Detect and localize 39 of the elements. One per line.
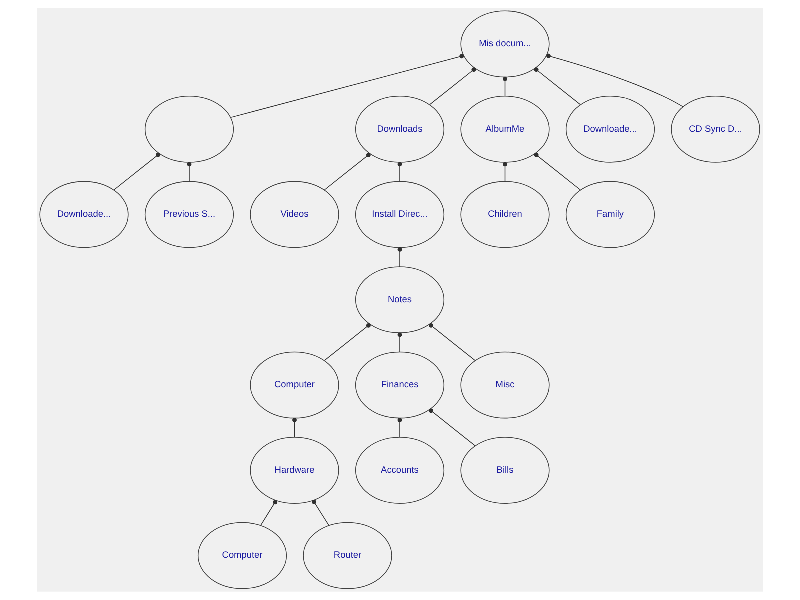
connector xyxy=(292,418,297,438)
node-ellipse: Router xyxy=(303,522,392,590)
node-ellipse: Accounts xyxy=(355,437,445,504)
connector xyxy=(324,152,371,190)
connector xyxy=(503,76,508,97)
node-ellipse: Computer xyxy=(198,522,288,590)
node-ellipse: Children xyxy=(460,181,550,248)
node-ellipse: Downloade... xyxy=(40,181,129,248)
node-ellipse: AlbumMe xyxy=(460,96,550,163)
node-ellipse: Downloads xyxy=(355,96,445,163)
connector xyxy=(324,323,371,362)
node-ellipse xyxy=(144,96,234,163)
connector xyxy=(187,162,192,182)
node-ellipse: Family xyxy=(566,181,656,248)
connector xyxy=(312,500,330,526)
node-ellipse: Downloade... xyxy=(566,96,656,163)
connector xyxy=(398,247,402,268)
node-ellipse: Misc xyxy=(460,352,550,419)
connector xyxy=(114,152,160,190)
node-ellipse: Previous S... xyxy=(144,181,234,248)
connector xyxy=(398,162,402,182)
connector xyxy=(429,408,476,446)
connector xyxy=(546,54,684,108)
node-ellipse: CD Sync D... xyxy=(671,96,760,163)
connector xyxy=(260,500,278,526)
node-ellipse: Notes xyxy=(355,266,445,334)
node-ellipse: Finances xyxy=(355,352,445,419)
node-ellipse: Videos xyxy=(250,181,340,248)
connector xyxy=(429,323,476,362)
connector xyxy=(534,68,581,106)
node-ellipse: Bills xyxy=(460,437,550,504)
connector xyxy=(534,152,581,190)
connector xyxy=(430,68,476,106)
connector xyxy=(398,418,402,438)
node-ellipse: Install Direc... xyxy=(355,181,445,248)
connector xyxy=(230,54,464,118)
connector xyxy=(398,332,402,353)
connector xyxy=(503,162,508,182)
node-ellipse: Computer xyxy=(250,352,340,419)
